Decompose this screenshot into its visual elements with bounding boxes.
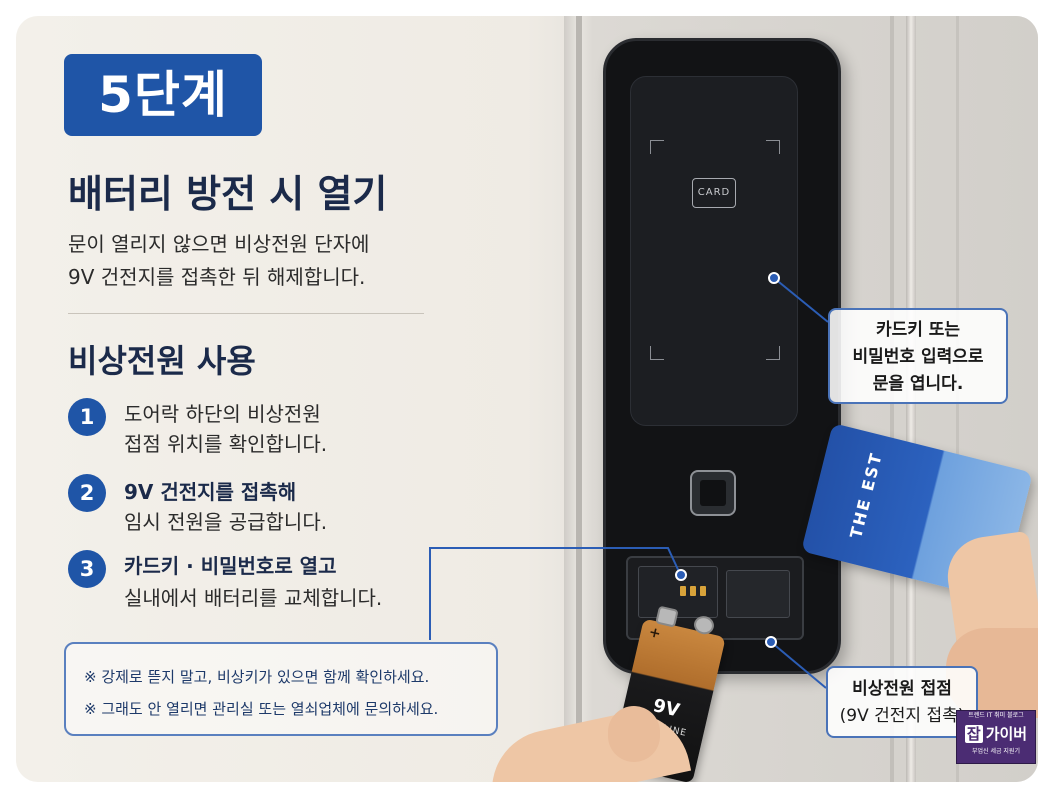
infographic-card: 5단계 배터리 방전 시 열기 문이 열리지 않으면 비상전원 단자에 9V 건… — [16, 16, 1038, 782]
watermark-brand-a: 잡 — [964, 725, 983, 743]
contact-terminal — [680, 586, 686, 596]
scan-corner — [766, 346, 780, 360]
callout-emergency-contact: 비상전원 접점 (9V 건전지 접촉) — [826, 666, 978, 738]
callout-dot-card — [768, 272, 780, 284]
description-line-2: 9V 건전지를 접촉한 뒤 해제합니다. — [68, 265, 366, 289]
keypad-panel — [630, 76, 798, 426]
callout-card-key: 카드키 또는 비밀번호 입력으로 문을 엽니다. — [828, 308, 1008, 404]
step-number-2: 2 — [68, 474, 106, 512]
watermark-tagline: 트렌드 IT 취미 블로그 — [968, 712, 1024, 719]
note-2: ※ 그래도 안 열리면 관리실 또는 열쇠업체에 문의하세요. — [84, 700, 439, 718]
battery-plus: + — [647, 624, 663, 643]
battery-terminal — [655, 605, 679, 628]
battery-cover-slot — [726, 570, 790, 618]
watermark-brand-b: 가이버 — [985, 725, 1028, 743]
note-1: ※ 강제로 뜯지 말고, 비상키가 있으면 함께 확인하세요. — [84, 668, 430, 686]
step-number-3: 3 — [68, 550, 106, 588]
step-2-line-2: 임시 전원을 공급합니다. — [124, 510, 328, 534]
card-reader-label: CARD — [692, 178, 736, 208]
step-3-line-2: 실내에서 배터리를 교체합니다. — [124, 586, 383, 610]
callout-dot-contact — [765, 636, 777, 648]
callout-contact-line-1: 비상전원 접점 — [852, 679, 952, 699]
step-badge: 5단계 — [64, 54, 262, 136]
step-3-line-1: 카드키 · 비밀번호로 열고 — [124, 554, 337, 578]
step-2-line-1: 9V 건전지를 접촉해 — [124, 480, 297, 504]
step-number-1: 1 — [68, 398, 106, 436]
scan-corner — [650, 140, 664, 154]
scan-corner — [650, 346, 664, 360]
callout-dot-contact-left — [675, 569, 687, 581]
callout-card-line-2: 비밀번호 입력으로 — [852, 347, 984, 367]
scan-corner — [766, 140, 780, 154]
callout-card-line-1: 카드키 또는 — [875, 320, 961, 340]
callout-card-line-3: 문을 엽니다. — [872, 374, 964, 394]
contact-terminal — [690, 586, 696, 596]
section-title: 비상전원 사용 — [68, 342, 256, 380]
description-line-1: 문이 열리지 않으면 비상전원 단자에 — [68, 232, 370, 256]
thumb — [608, 706, 660, 762]
step-1-line-2: 접점 위치를 확인합니다. — [124, 432, 328, 456]
divider — [68, 313, 424, 314]
fingerprint-sensor-icon — [690, 470, 736, 516]
callout-contact-line-2: (9V 건전지 접촉) — [839, 706, 965, 726]
step-1-line-1: 도어락 하단의 비상전원 — [124, 402, 321, 426]
note-box: ※ 강제로 뜯지 말고, 비상키가 있으면 함께 확인하세요. ※ 그래도 안 … — [64, 642, 498, 736]
watermark-subline: 부업신 세금 지원기 — [972, 748, 1020, 755]
page-title: 배터리 방전 시 열기 — [68, 172, 388, 216]
contact-terminal — [700, 586, 706, 596]
callout-lines — [429, 277, 829, 689]
